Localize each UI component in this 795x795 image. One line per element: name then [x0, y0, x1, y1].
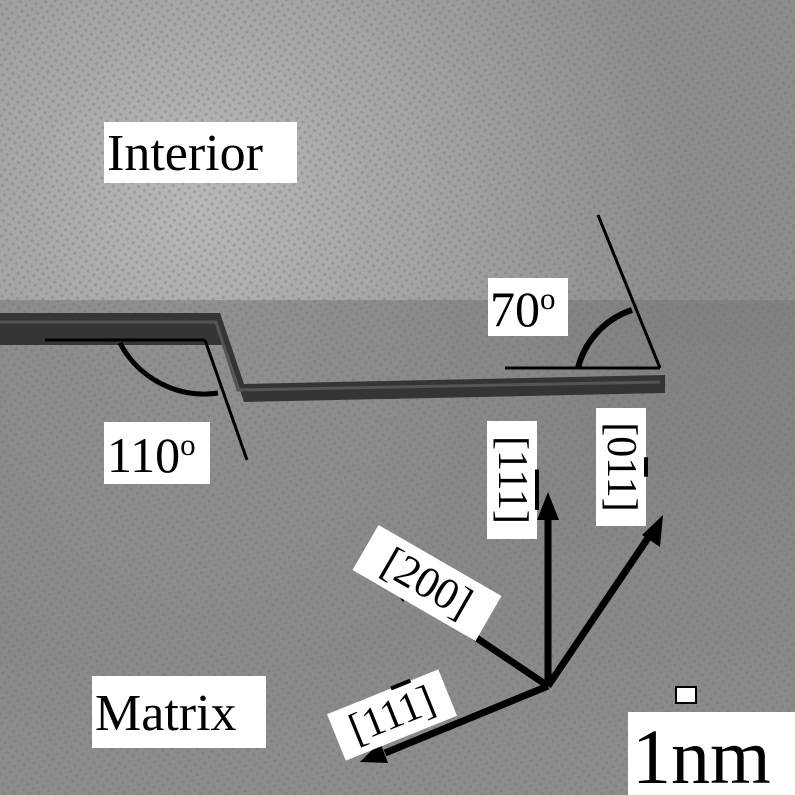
angle-110-construction [45, 338, 249, 461]
matrix-label: Matrix [92, 676, 266, 748]
bracket-open: [ [489, 436, 535, 451]
bracket-open: [ [598, 422, 644, 437]
index-k-bar: 1 [489, 469, 535, 489]
interface-core-line [0, 320, 661, 392]
arrow-1m1m1-head [537, 492, 559, 520]
arrow-11m1 [383, 682, 550, 757]
scale-value: 1 [632, 713, 671, 795]
direction-0m11-label: [011] [596, 408, 646, 526]
angle-110-unit: o [180, 426, 196, 462]
index-h: 0 [598, 436, 644, 458]
arrow-11m1-head [360, 742, 388, 763]
angle-70-value: 70 [490, 281, 540, 337]
interface-boundary [0, 313, 665, 402]
index-h: 1 [489, 450, 535, 470]
arrow-0m11-head [642, 515, 663, 547]
angle-110-value: 110 [107, 427, 181, 483]
bracket-close: ] [489, 509, 535, 524]
index-l-bar: 1 [489, 488, 535, 510]
bracket-close: ] [598, 497, 644, 512]
scale-unit: nm [671, 713, 771, 795]
interior-label: Interior [104, 122, 297, 183]
angle-70-label: 70o [488, 278, 568, 336]
angle-110-label: 110o [104, 422, 210, 484]
scale-bar [675, 686, 697, 704]
arrow-0m11 [545, 533, 653, 688]
angle-70-construction [505, 214, 662, 370]
scale-bar-label: 1nm [628, 712, 795, 795]
index-l: 1 [598, 476, 644, 498]
direction-1m1m1-label: [111] [487, 421, 537, 539]
angle-70-unit: o [540, 280, 556, 316]
index-k-bar: 1 [598, 457, 644, 477]
